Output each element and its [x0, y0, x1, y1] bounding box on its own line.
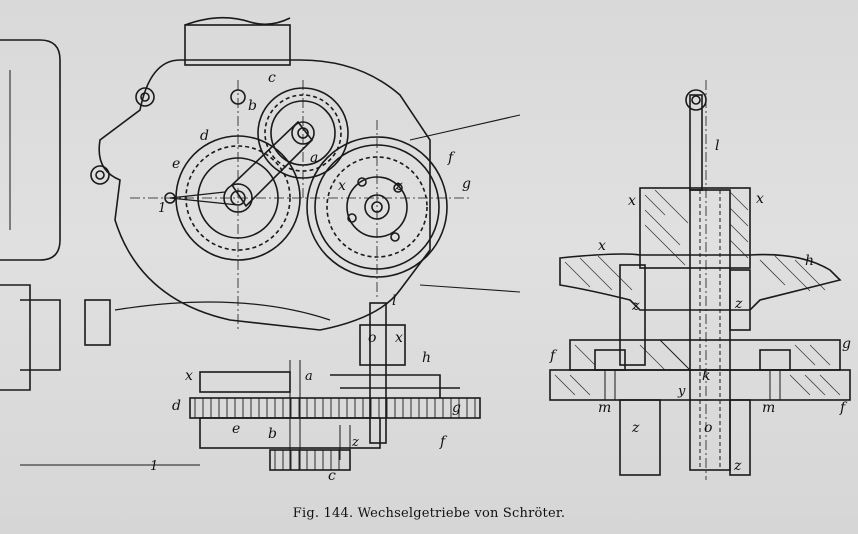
- label-x-right-2: x: [756, 191, 764, 207]
- label-d: d: [200, 128, 209, 144]
- label-b-bottom: b: [268, 426, 277, 442]
- nut-m-right: [759, 349, 791, 371]
- label-e: e: [172, 156, 180, 172]
- mounting-hole-left: [90, 165, 110, 185]
- label-x-right-3: x: [598, 238, 606, 254]
- nut-m-left: [594, 349, 626, 371]
- label-d-bottom: d: [172, 398, 181, 414]
- label-h-bottom: h: [422, 350, 431, 366]
- label-z: z: [394, 178, 403, 194]
- gear-c-bottom: [269, 449, 351, 471]
- mounting-hole-top: [135, 87, 155, 107]
- label-o-right: o: [704, 420, 712, 436]
- plate-f: [549, 369, 851, 401]
- label-f-bottom: f: [439, 434, 448, 450]
- plate-g: [569, 339, 841, 371]
- lever-arm-a: [230, 120, 314, 208]
- label-1: 1: [158, 201, 166, 216]
- label-b: b: [248, 98, 257, 114]
- label-1-bottom: 1: [150, 459, 158, 474]
- label-f: f: [447, 150, 456, 166]
- pulley-h: [559, 253, 842, 311]
- label-f-right: f: [549, 348, 558, 364]
- label-g: g: [462, 176, 471, 192]
- label-z-bottom: z: [351, 435, 359, 450]
- label-z-right-3: z: [631, 420, 640, 436]
- label-g-right: g: [842, 336, 851, 352]
- hub-x: [199, 371, 291, 393]
- label-c-bottom: c: [328, 468, 336, 484]
- shaft-boss: [184, 24, 291, 66]
- label-k-right: k: [702, 368, 710, 384]
- label-o-bottom: o: [368, 330, 376, 346]
- label-e-bottom: e: [232, 421, 240, 437]
- label-a-bottom: a: [305, 369, 313, 384]
- hub-x-right: [639, 187, 751, 269]
- label-f-right-2: f: [839, 400, 848, 416]
- frame-outline: [0, 39, 61, 261]
- label-l-right: l: [715, 138, 719, 154]
- housing-outline: [98, 59, 431, 331]
- figure-caption: Fig. 144. Wechselgetriebe von Schröter.: [292, 506, 566, 521]
- label-x-bottom: x: [185, 368, 193, 384]
- eye-top: [685, 89, 707, 111]
- shaft-l-bottom: [369, 302, 387, 444]
- label-a: a: [310, 150, 318, 166]
- label-z-right-2: z: [734, 296, 743, 312]
- gear-row-d-g: [189, 397, 481, 419]
- label-y-right: y: [677, 384, 686, 399]
- label-z-right: z: [631, 298, 640, 314]
- label-g-bottom: g: [452, 400, 461, 416]
- label-h-right: h: [805, 253, 814, 269]
- label-x: x: [338, 178, 346, 194]
- label-m-right-2: m: [762, 400, 775, 416]
- label-x-bottom-right: x: [395, 330, 403, 346]
- label-m-right: m: [598, 400, 611, 416]
- label-c: c: [268, 70, 276, 86]
- stud-z-left: [619, 264, 646, 366]
- label-z-right-4: z: [733, 458, 742, 474]
- label-l-bottom: l: [392, 293, 396, 309]
- label-x-right: x: [628, 193, 636, 209]
